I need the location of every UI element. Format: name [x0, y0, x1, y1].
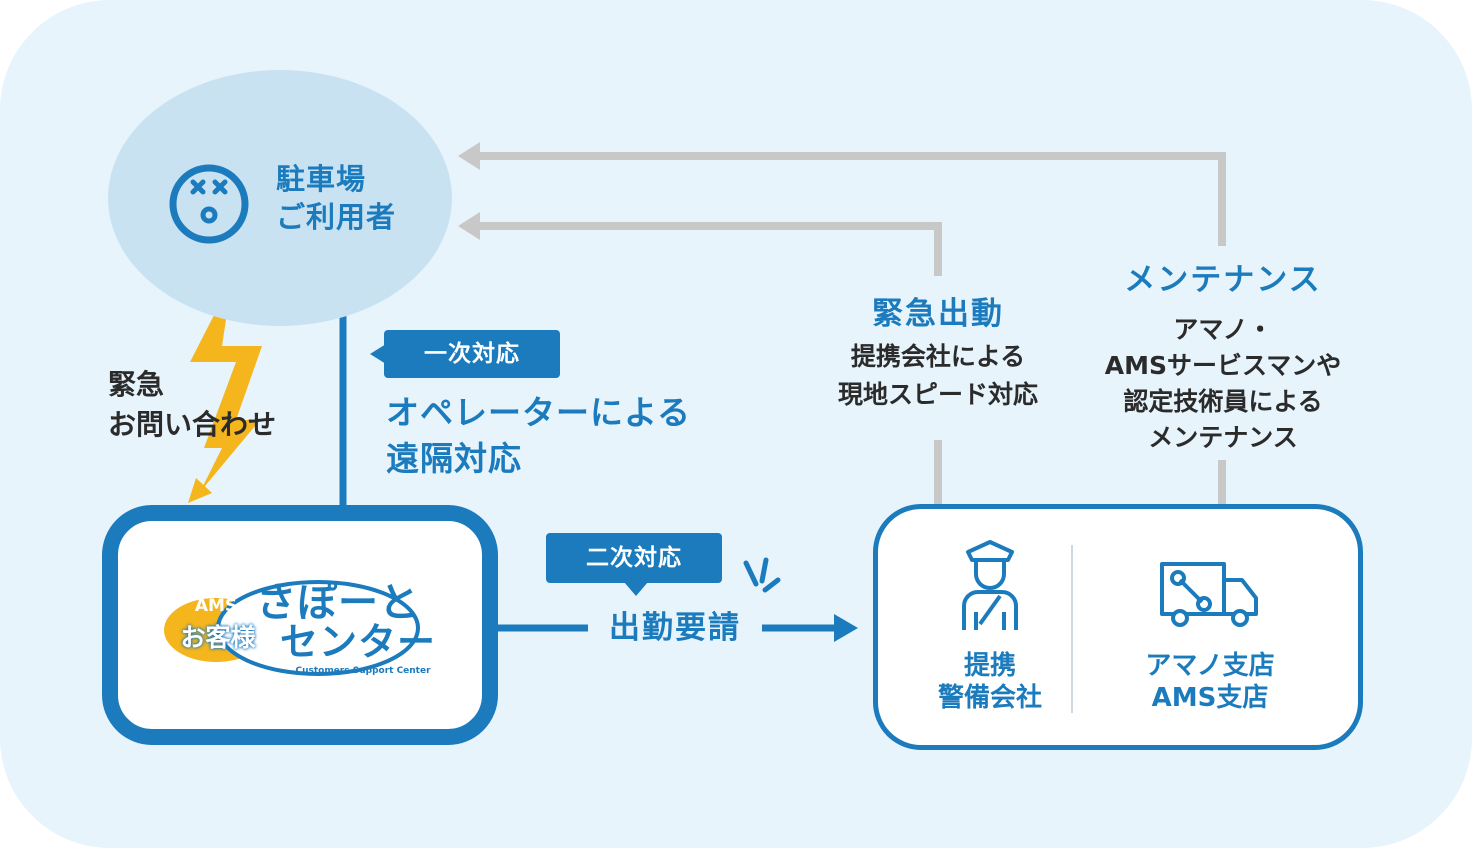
primary-response-desc: オペレーターによる 遠隔対応	[386, 390, 691, 482]
dizzy-face-icon	[169, 164, 249, 244]
partner-branch-node	[873, 504, 1363, 750]
maintenance-line4: メンテナンス	[1148, 423, 1298, 452]
security-line2: 警備会社	[937, 683, 1042, 713]
logo-line2-text: センター	[280, 620, 437, 664]
maintenance-label-gap	[1190, 246, 1260, 460]
partner-divider	[1071, 545, 1073, 713]
maintenance-line2: AMSサービスマンや	[1104, 351, 1342, 380]
emergency-label-gap	[905, 276, 975, 440]
parking-user-node	[108, 70, 452, 326]
logo-okyakusama-text: お客様	[180, 623, 256, 652]
logo-line1-text: さぽーと	[256, 580, 420, 626]
security-company-label: 提携 警備会社	[908, 650, 1072, 714]
logo-sub-text: Customers Support Center	[295, 666, 431, 676]
inquiry-line1: 緊急	[108, 368, 165, 401]
primary-desc-line2: 遠隔対応	[386, 439, 522, 478]
emergency-line1: 提携会社による	[850, 342, 1026, 371]
primary-tag-pointer	[370, 344, 386, 364]
lightning-arrowhead	[188, 478, 212, 503]
repair-truck-icon	[1160, 562, 1258, 627]
primary-response-tag: 一次対応	[384, 330, 560, 378]
emergency-title: 緊急出動	[872, 296, 1004, 332]
branch-label: アマノ支店 AMS支店	[1110, 650, 1310, 714]
burst-lines-icon	[743, 557, 781, 593]
maintenance-line1: アマノ・	[1173, 315, 1273, 344]
branch-line2: AMS支店	[1151, 683, 1269, 713]
maintenance-label: メンテナンス アマノ・ AMSサービスマンや 認定技術員による メンテナンス	[1060, 258, 1386, 456]
parking-user-label: 駐車場 ご利用者	[276, 160, 456, 236]
user-label-line1: 駐車場	[276, 162, 367, 196]
guard-icon	[962, 540, 1018, 630]
user-label-line2: ご利用者	[276, 200, 397, 234]
inquiry-line2: お問い合わせ	[108, 408, 277, 441]
emergency-return-arrowhead	[458, 212, 480, 240]
maintenance-title: メンテナンス	[1124, 262, 1322, 298]
secondary-tag-pointer	[624, 582, 648, 596]
dispatch-arrowhead	[834, 614, 858, 642]
primary-desc-line1: オペレーターによる	[386, 393, 692, 432]
branch-line1: アマノ支店	[1145, 651, 1275, 681]
maintenance-line3: 認定技術員による	[1123, 387, 1323, 416]
dispatch-request-label: 出勤要請	[609, 610, 741, 646]
emergency-line2: 現地スピード対応	[837, 380, 1038, 409]
security-line1: 提携	[963, 651, 1016, 681]
emergency-dispatch-label: 緊急出動 提携会社による 現地スピード対応	[790, 292, 1086, 414]
lightning-icon	[190, 280, 262, 492]
logo-ams-text: AMS	[194, 596, 238, 616]
maintenance-return-arrowhead	[458, 142, 480, 170]
inquiry-label: 緊急 お問い合わせ	[108, 365, 276, 445]
support-center-logo	[164, 580, 420, 676]
secondary-response-tag: 二次対応	[546, 533, 722, 583]
